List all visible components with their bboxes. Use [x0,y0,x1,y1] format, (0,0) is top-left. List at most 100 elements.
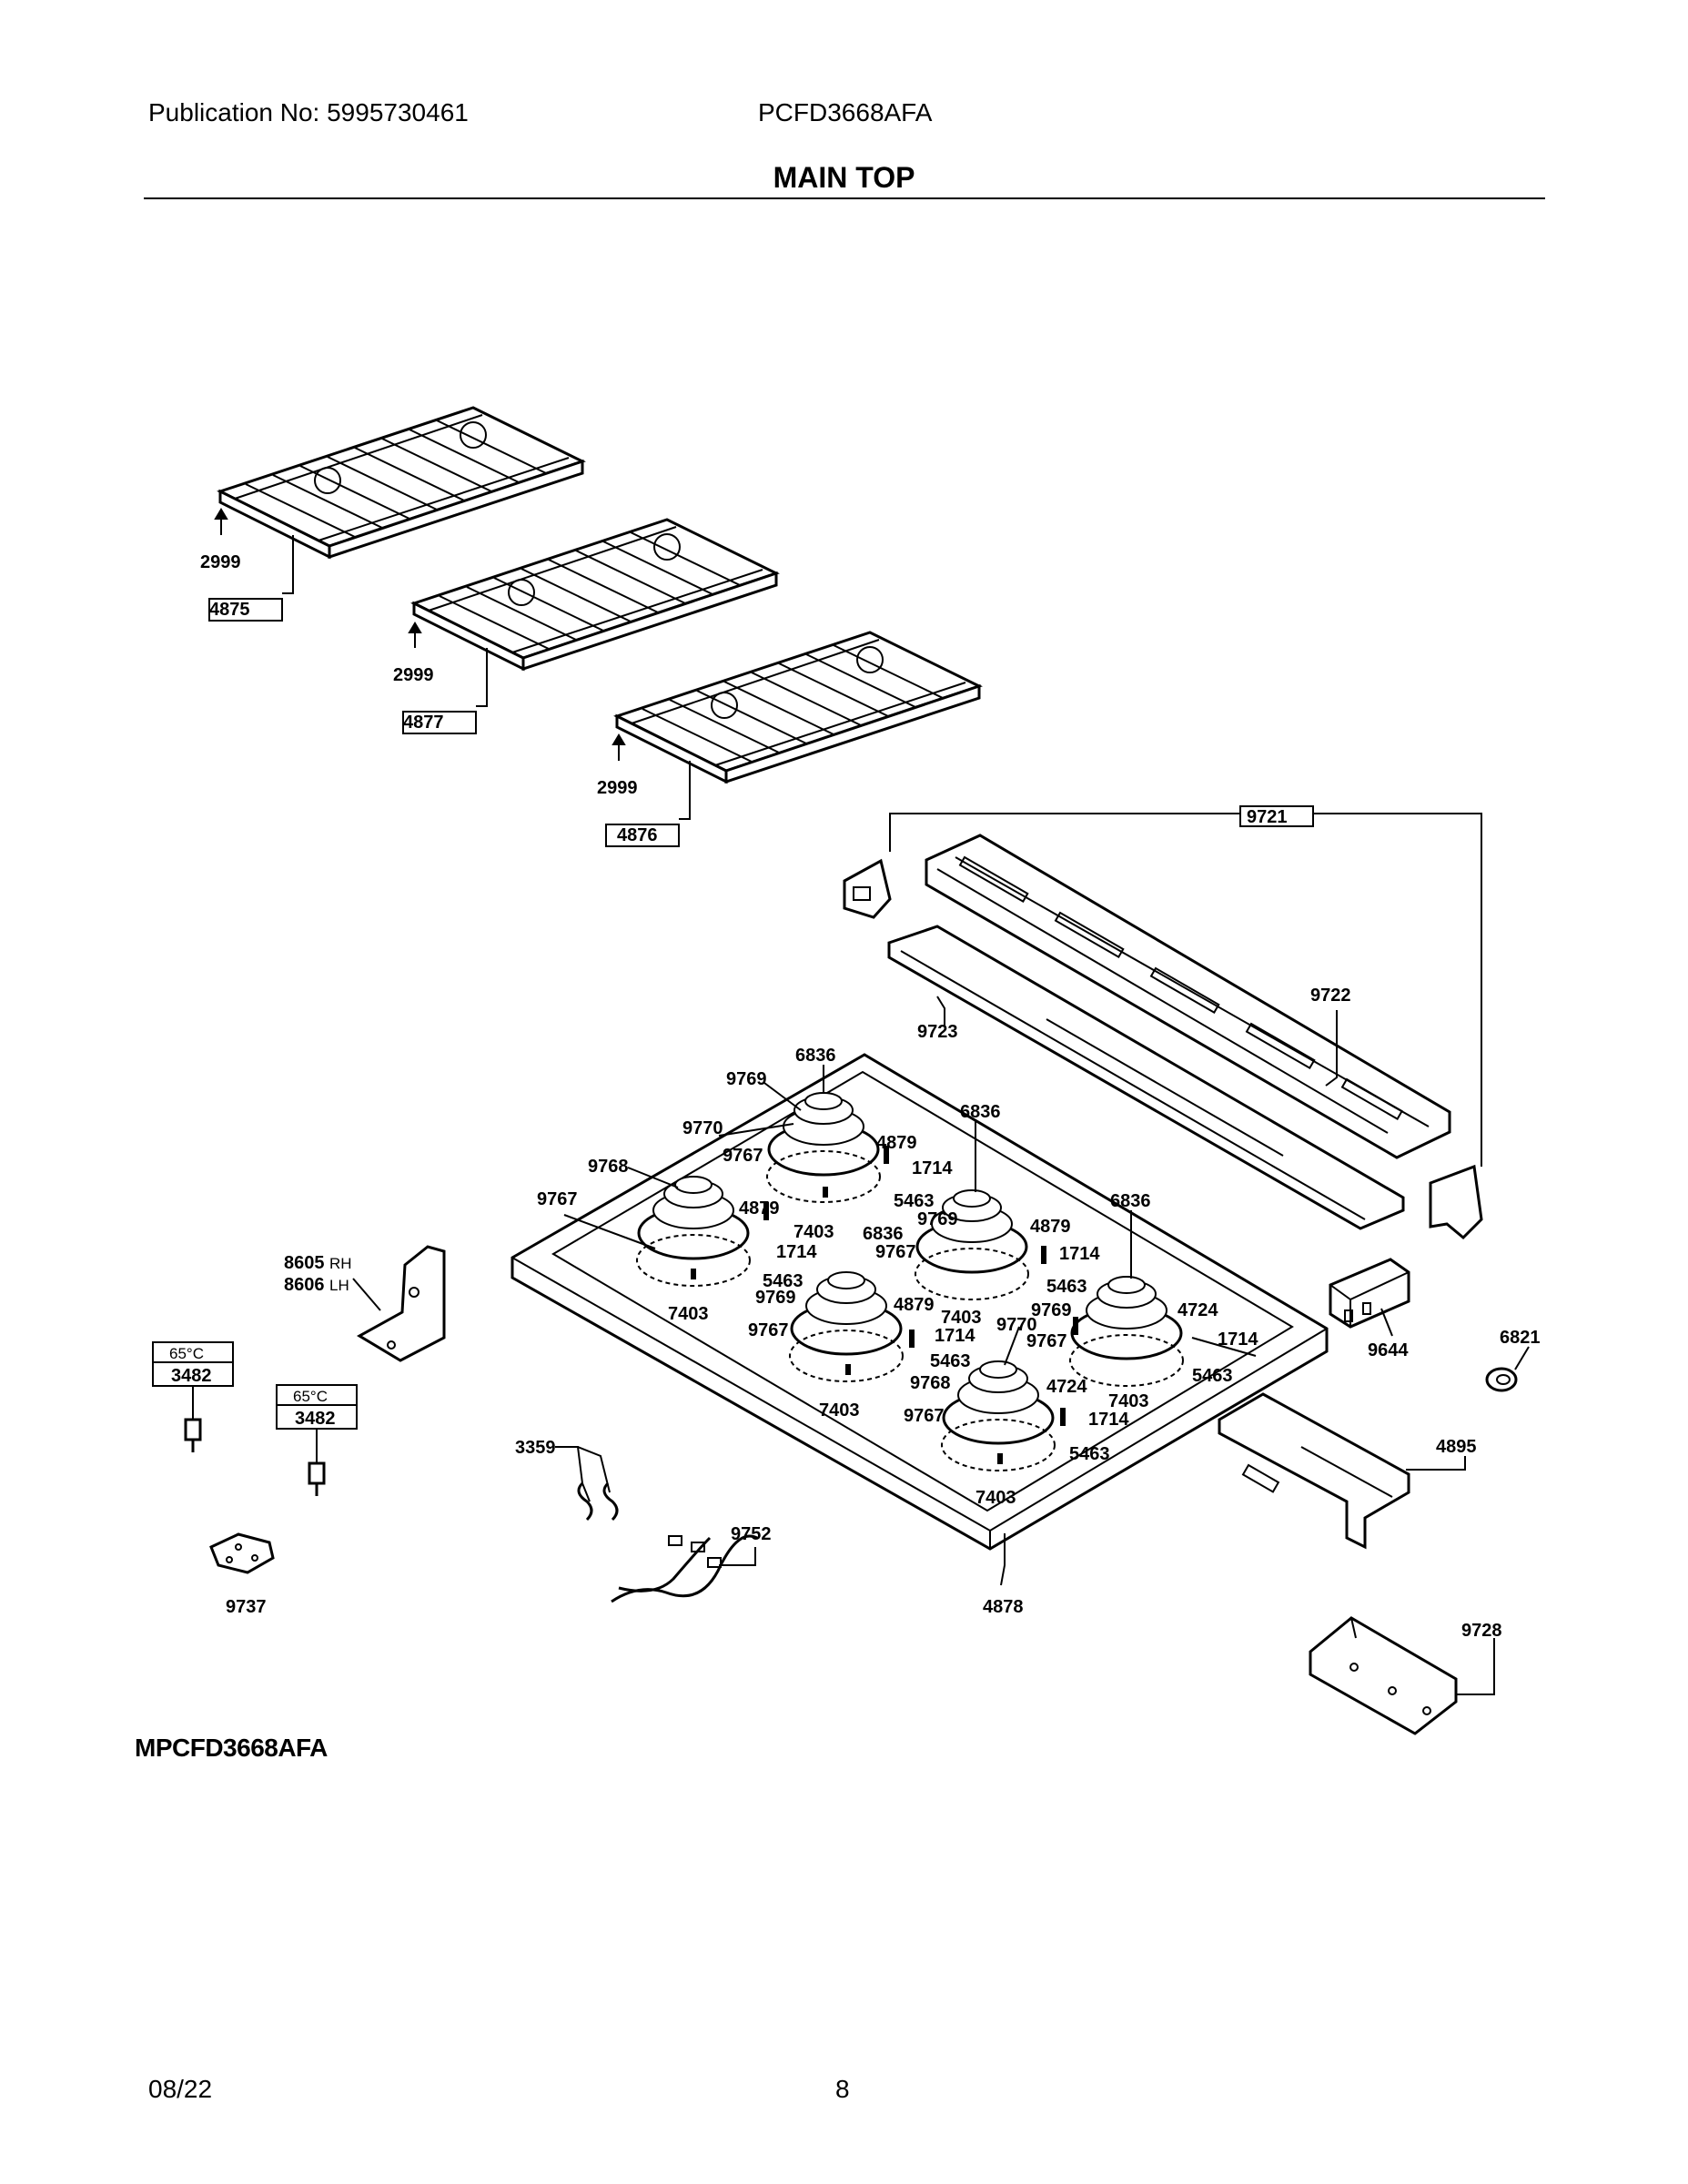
label-7403: 7403 [668,1304,709,1324]
model-code: MPCFD3668AFA [135,1734,328,1762]
label-5463: 5463 [1069,1444,1110,1464]
label-9769: 9769 [726,1069,767,1089]
label-5463: 5463 [894,1191,935,1211]
callout-box [605,824,680,847]
label-4875: 4875 [209,600,250,620]
label-6836: 6836 [1110,1191,1151,1211]
label-9770: 9770 [682,1118,723,1138]
callout-box [1239,805,1314,827]
label-9723: 9723 [917,1022,958,1042]
label-4879: 4879 [739,1198,780,1218]
header-rule [144,197,1545,199]
wire-harness-9752[interactable] [611,1534,758,1603]
bracket-9728[interactable] [1309,1616,1458,1735]
label-2999: 2999 [597,778,638,798]
label-9770: 9770 [996,1315,1037,1335]
model-number: PCFD3668AFA [758,98,933,126]
burner-front-right[interactable] [1069,1276,1184,1387]
page-title: MAIN TOP [773,161,915,194]
label-5463: 5463 [1046,1277,1087,1297]
trim-9723[interactable] [887,925,1405,1230]
label-9769: 9769 [755,1288,796,1308]
footer-date: 08/22 [148,2075,213,2103]
label-6836: 6836 [960,1102,1001,1122]
label-5463: 5463 [1192,1366,1233,1386]
publication-number: Publication No: 5995730461 [148,98,469,126]
label-3482: 3482 [295,1409,336,1429]
label-1714: 1714 [776,1242,817,1262]
thermostat-icon [184,1418,326,1496]
burner-rear-left[interactable] [636,1176,751,1287]
label-7403: 7403 [819,1400,860,1421]
label-2999: 2999 [393,665,434,685]
callout-box [402,711,477,734]
wire-clip-icon [577,1481,619,1522]
label-9769: 9769 [1031,1300,1072,1320]
spark-module-9644[interactable] [1329,1258,1410,1329]
burner-mid-right[interactable] [915,1189,1029,1300]
label-4876: 4876 [617,825,658,845]
label-9767: 9767 [537,1189,578,1209]
callout-box [208,598,283,622]
label-9767: 9767 [748,1320,789,1340]
label-9722: 9722 [1310,986,1351,1006]
label-7403: 7403 [941,1308,982,1328]
label-9769: 9769 [917,1209,958,1229]
label-4724: 4724 [1046,1377,1087,1397]
label-4879: 4879 [1030,1217,1071,1237]
label-8605: 8605 [284,1253,325,1273]
label-9767: 9767 [875,1242,916,1262]
label-9767: 9767 [1026,1331,1067,1351]
bracket-8605-8606[interactable] [356,1245,446,1362]
label-3359: 3359 [515,1438,556,1458]
label-4877: 4877 [403,713,444,733]
bracket-9721-left[interactable] [843,858,892,919]
grate-4875[interactable] [217,406,586,560]
label-temp: 65°C [169,1345,204,1362]
label-9721: 9721 [1247,807,1288,827]
label-1714: 1714 [1218,1330,1258,1350]
label-9644: 9644 [1368,1340,1409,1360]
label-9768: 9768 [588,1157,629,1177]
grate-4876[interactable] [613,631,983,784]
burner-front-center[interactable] [941,1360,1056,1471]
label-1714: 1714 [1059,1244,1100,1264]
label-6821: 6821 [1500,1328,1541,1348]
grate-4877[interactable] [410,518,780,672]
bracket-4895[interactable] [1218,1392,1410,1550]
label-4895: 4895 [1436,1437,1477,1457]
label-9767: 9767 [904,1406,945,1426]
label-9728: 9728 [1461,1621,1502,1641]
label-1714: 1714 [935,1326,975,1346]
label-lh: LH [329,1277,349,1294]
label-rh: RH [329,1255,352,1272]
burner-rear-center[interactable] [766,1092,881,1203]
label-9737: 9737 [226,1597,267,1617]
label-4724: 4724 [1178,1300,1218,1320]
page-number: 8 [835,2075,850,2103]
knob-6821[interactable] [1485,1367,1518,1392]
label-4878: 4878 [983,1597,1024,1617]
backguard-9722[interactable] [925,834,1451,1159]
label-8606: 8606 [284,1275,325,1295]
label-4879: 4879 [876,1133,917,1153]
label-3482: 3482 [171,1366,212,1386]
label-9752: 9752 [731,1524,772,1544]
label-temp: 65°C [293,1388,328,1405]
label-6836: 6836 [863,1224,904,1244]
gasket-9737[interactable] [209,1532,275,1574]
label-4879: 4879 [894,1295,935,1315]
bracket-9721-right[interactable] [1429,1164,1483,1240]
grate-foot-icon [214,508,626,761]
label-7403: 7403 [1108,1391,1149,1411]
label-7403: 7403 [793,1222,834,1242]
burner-mid-left[interactable] [789,1271,904,1382]
label-7403: 7403 [975,1488,1016,1508]
label-5463: 5463 [930,1351,971,1371]
label-1714: 1714 [1088,1410,1129,1430]
label-9768: 9768 [910,1373,951,1393]
main-top-4878[interactable] [510,1053,1329,1551]
label-6836: 6836 [795,1046,836,1066]
label-9767: 9767 [723,1146,763,1166]
